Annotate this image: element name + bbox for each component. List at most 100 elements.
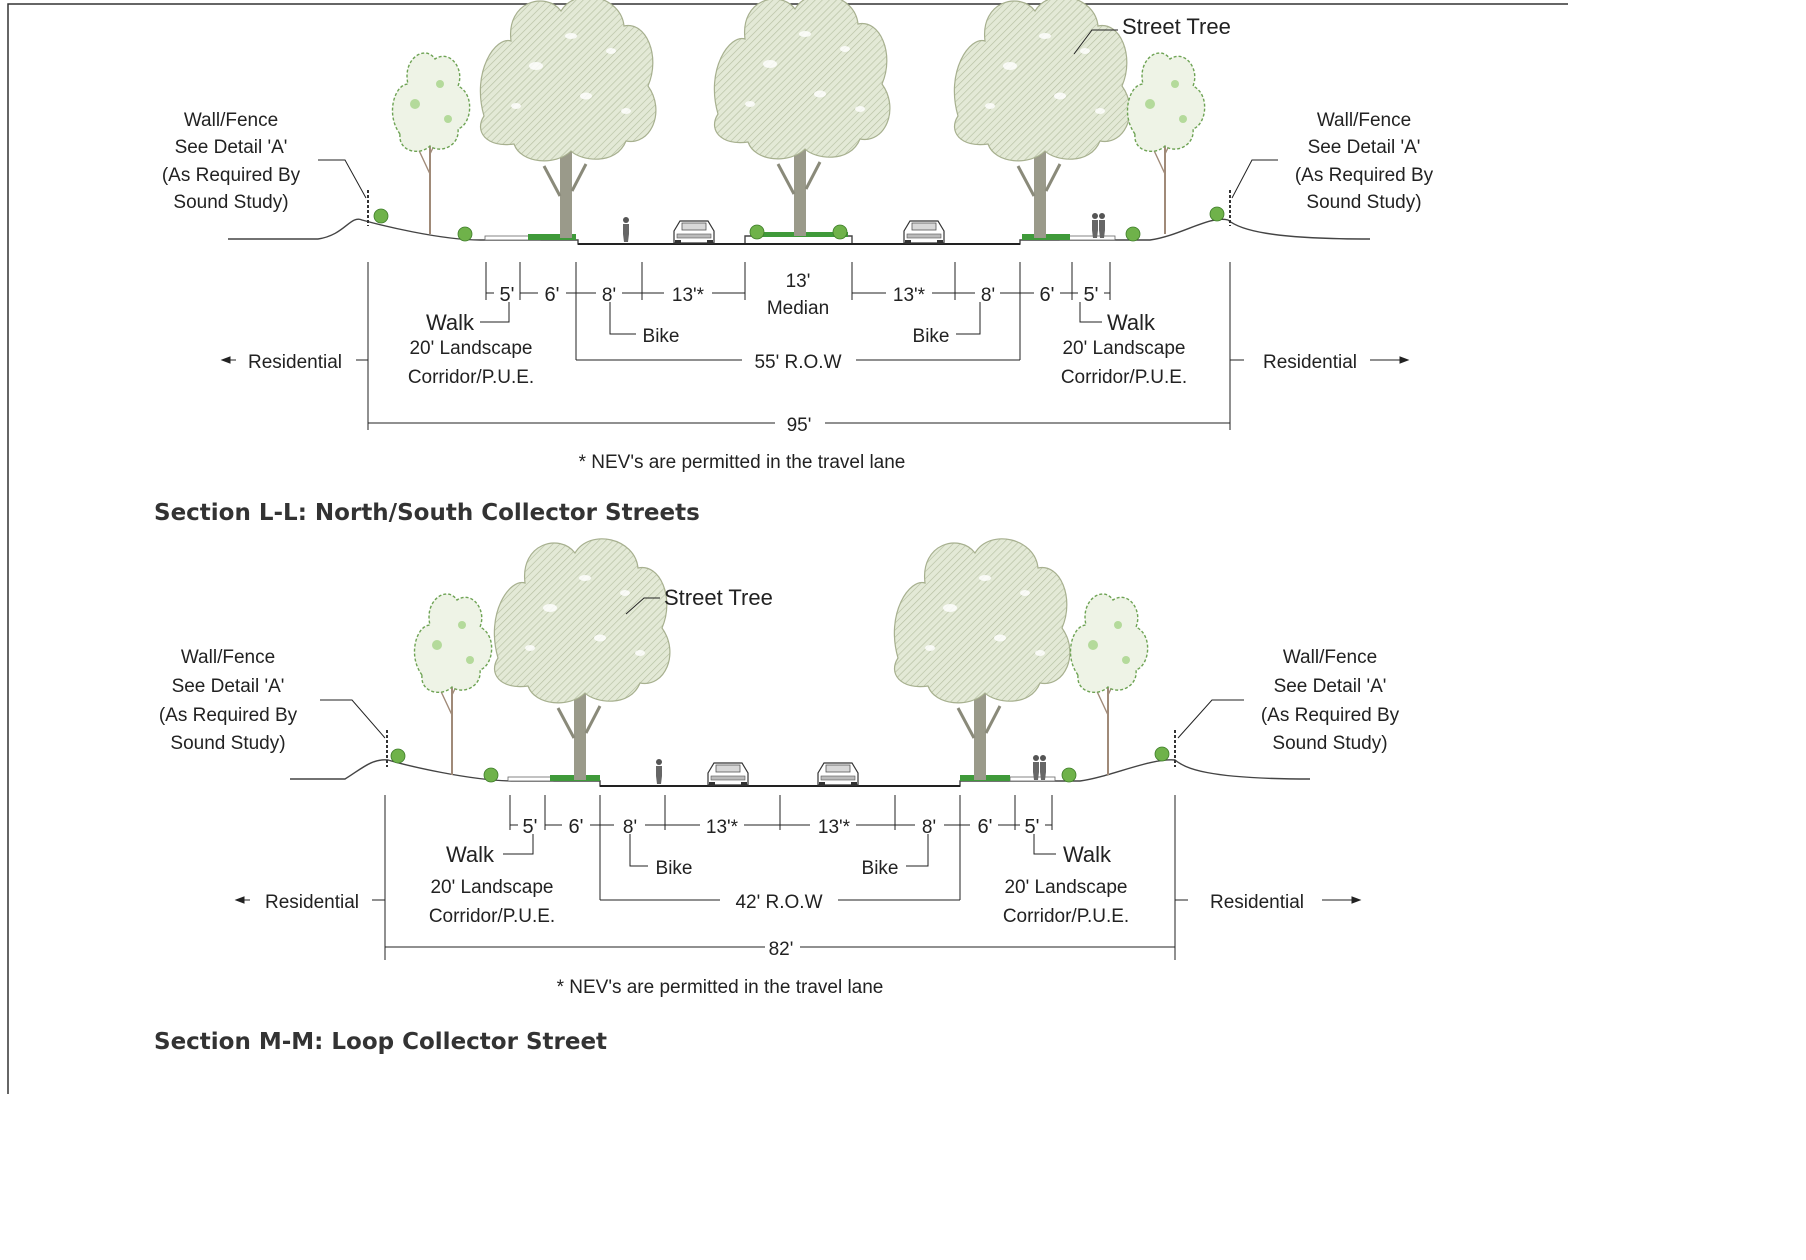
- residential-label-left: Residential: [265, 892, 359, 913]
- walk-label-right: Walk: [1063, 842, 1112, 867]
- svg-text:Sound Study): Sound Study): [1306, 192, 1421, 213]
- slim-tree-right: [1069, 593, 1149, 776]
- pedestrian-icon: [1040, 755, 1046, 780]
- shrub-icon: [483, 767, 499, 783]
- walk-label-left: Walk: [426, 310, 475, 335]
- corridor-label-right: 20' Landscape: [1004, 877, 1127, 898]
- dim-walk-left: 5': [500, 284, 515, 306]
- dim-bike-left: 8': [602, 285, 616, 306]
- svg-text:See Detail 'A': See Detail 'A': [172, 676, 285, 697]
- dim-landscape-left: 6': [569, 816, 584, 838]
- svg-text:Wall/Fence: Wall/Fence: [1283, 647, 1377, 668]
- corridor-label-right-2: Corridor/P.U.E.: [1061, 367, 1187, 388]
- section-m-m: Street Tree Wall/Fence See Detail 'A' (A…: [154, 537, 1400, 1055]
- walk-label-right: Walk: [1107, 310, 1156, 335]
- shrub-icon: [1154, 746, 1170, 762]
- bike-label-right: Bike: [862, 858, 899, 879]
- sidewalk-right: [1009, 776, 1056, 782]
- dim-lane-left: 13'*: [706, 817, 739, 838]
- svg-text:Sound Study): Sound Study): [170, 733, 285, 754]
- residential-label-right: Residential: [1263, 352, 1357, 373]
- corridor-label-left-2: Corridor/P.U.E.: [429, 906, 555, 927]
- shrub-icon: [390, 748, 406, 764]
- dim-lane-right: 13'*: [893, 285, 926, 306]
- dimension-lines: [220, 262, 1410, 430]
- cyclist-icon: [623, 217, 629, 242]
- cross-section-sheet: Street Tree Wall/Fence See Detail 'A' (A…: [7, 0, 1568, 1094]
- corridor-label-right-2: Corridor/P.U.E.: [1003, 906, 1129, 927]
- svg-text:Sound Study): Sound Study): [173, 192, 288, 213]
- sidewalk-left: [507, 776, 554, 782]
- wall-fence-label-right: Wall/Fence See Detail 'A' (As Required B…: [1231, 110, 1434, 213]
- dim-bike-left: 8': [623, 817, 637, 838]
- shrub-icon: [373, 208, 389, 224]
- dim-landscape-right: 6': [1040, 284, 1055, 306]
- svg-text:See Detail 'A': See Detail 'A': [175, 137, 288, 158]
- section-l-l: Street Tree Wall/Fence See Detail 'A' (A…: [154, 0, 1434, 526]
- shrub-icon: [1209, 206, 1225, 222]
- dim-lane-left: 13'*: [672, 285, 705, 306]
- wall-fence-label-left: Wall/Fence See Detail 'A' (As Required B…: [162, 110, 367, 213]
- svg-text:(As Required By: (As Required By: [1295, 165, 1434, 186]
- street-tree-right: [952, 0, 1132, 240]
- median-label: Median: [767, 298, 829, 319]
- bike-label-left: Bike: [643, 326, 680, 347]
- walk-label-left: Walk: [446, 842, 495, 867]
- street-tree-left: [478, 0, 658, 240]
- section-title: Section M-M: Loop Collector Street: [154, 1029, 607, 1055]
- dimension-lines: [234, 795, 1362, 960]
- bike-label-left: Bike: [656, 858, 693, 879]
- street-tree-label: Street Tree: [664, 585, 773, 610]
- street-tree-label: Street Tree: [1122, 14, 1231, 39]
- row-label: 55' R.O.W: [754, 352, 841, 373]
- car-icon: [817, 762, 859, 787]
- street-tree-right: [892, 537, 1072, 782]
- nev-note: * NEV's are permitted in the travel lane: [557, 977, 884, 998]
- svg-text:(As Required By: (As Required By: [1261, 705, 1400, 726]
- dim-bike-right: 8': [922, 817, 936, 838]
- slim-tree-right: [1126, 52, 1206, 235]
- dim-bike-right: 8': [981, 285, 995, 306]
- shrub-icon: [1061, 767, 1077, 783]
- median-tree: [712, 0, 892, 238]
- car-icon: [707, 762, 749, 787]
- pedestrian-icon: [1092, 213, 1098, 238]
- dim-walk-left: 5': [523, 816, 538, 838]
- svg-text:Sound Study): Sound Study): [1272, 733, 1387, 754]
- slim-tree-left: [413, 593, 493, 776]
- svg-text:(As Required By: (As Required By: [162, 165, 301, 186]
- corridor-label-right: 20' Landscape: [1062, 338, 1185, 359]
- svg-text:Wall/Fence: Wall/Fence: [1317, 110, 1411, 131]
- pedestrian-icon: [1033, 755, 1039, 780]
- bike-label-right: Bike: [913, 326, 950, 347]
- nev-note: * NEV's are permitted in the travel lane: [579, 452, 906, 473]
- svg-text:Wall/Fence: Wall/Fence: [184, 110, 278, 131]
- residential-label-right: Residential: [1210, 892, 1304, 913]
- street-tree-left: [492, 537, 672, 782]
- svg-text:(As Required By: (As Required By: [159, 705, 298, 726]
- shrub-icon: [832, 224, 848, 240]
- svg-text:See Detail 'A': See Detail 'A': [1308, 137, 1421, 158]
- svg-text:See Detail 'A': See Detail 'A': [1274, 676, 1387, 697]
- total-width-label: 82': [769, 939, 794, 960]
- corridor-label-left: 20' Landscape: [430, 877, 553, 898]
- sections-drawing: Street Tree Wall/Fence See Detail 'A' (A…: [7, 0, 1568, 1094]
- corridor-label-left-2: Corridor/P.U.E.: [408, 367, 534, 388]
- grass-strip-left: [528, 234, 576, 240]
- dim-median: 13': [786, 271, 811, 292]
- dim-landscape-left: 6': [545, 284, 560, 306]
- slim-tree-left: [391, 52, 471, 235]
- dim-landscape-right: 6': [978, 816, 993, 838]
- dim-walk-right: 5': [1084, 284, 1099, 306]
- residential-label-left: Residential: [248, 352, 342, 373]
- dim-walk-right: 5': [1025, 816, 1040, 838]
- shrub-icon: [1125, 226, 1141, 242]
- total-width-label: 95': [787, 415, 812, 436]
- shrub-icon: [457, 226, 473, 242]
- dim-lane-right: 13'*: [818, 817, 851, 838]
- section-title: Section L-L: North/South Collector Stree…: [154, 500, 700, 526]
- wall-fence-label-right: Wall/Fence See Detail 'A' (As Required B…: [1177, 647, 1400, 754]
- cyclist-icon: [656, 759, 662, 784]
- pedestrian-icon: [1099, 213, 1105, 238]
- wall-fence-label-left: Wall/Fence See Detail 'A' (As Required B…: [159, 647, 386, 754]
